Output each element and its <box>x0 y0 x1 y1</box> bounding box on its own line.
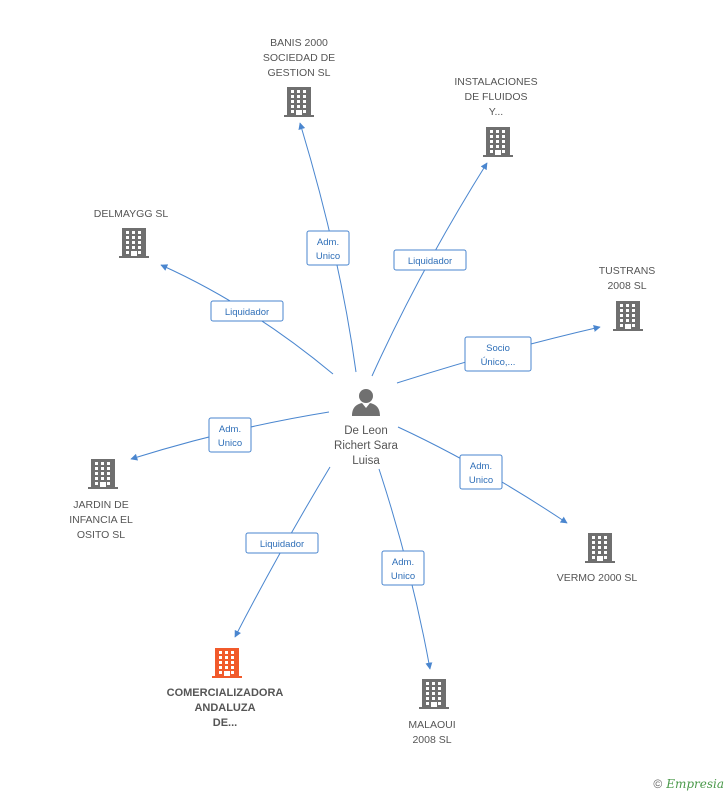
company-name-line: DE... <box>213 717 237 729</box>
company-node-delmaygg[interactable]: DELMAYGG SL <box>94 208 169 258</box>
badge-box <box>459 454 503 490</box>
company-node-vermo[interactable]: VERMO 2000 SL <box>557 533 638 584</box>
building-icon <box>212 648 242 678</box>
company-name-line: TUSTRANS <box>599 265 656 277</box>
company-name-line: ANDALUZA <box>194 702 255 714</box>
company-node-comercializadora[interactable]: COMERCIALIZADORA ANDALUZA DE... <box>167 648 284 729</box>
badge-text: Unico <box>218 438 242 449</box>
company-node-tustrans[interactable]: TUSTRANS 2008 SL <box>599 265 656 331</box>
center-name-line-2: Richert Sara <box>334 440 399 452</box>
building-icon <box>284 87 314 117</box>
company-name-line: COMERCIALIZADORA <box>167 687 284 699</box>
badge-banis[interactable]: Adm. Unico <box>306 230 350 266</box>
company-name-line: BANIS 2000 <box>270 37 328 49</box>
badge-box <box>306 230 350 266</box>
copyright-symbol: © <box>653 777 663 791</box>
center-name-line-1: De Leon <box>344 425 387 437</box>
badge-text: Adm. <box>470 461 492 472</box>
badge-text: Liquidador <box>225 307 269 318</box>
center-person[interactable]: De Leon Richert Sara Luisa <box>334 389 399 467</box>
badge-box <box>245 532 319 554</box>
building-icon <box>483 127 513 157</box>
company-name-line: GESTION SL <box>267 67 330 79</box>
badge-text: Socio <box>486 343 510 354</box>
building-icon <box>585 533 615 563</box>
footer: ©Empresia <box>653 777 724 791</box>
badge-text: Unico <box>316 251 340 262</box>
badge-malaoui[interactable]: Adm. Unico <box>381 550 425 586</box>
company-name-line: JARDIN DE <box>73 499 128 511</box>
company-node-jardin[interactable]: JARDIN DE INFANCIA EL OSITO SL <box>69 459 133 541</box>
company-name-line: 2008 SL <box>412 734 451 746</box>
company-name-line: 2008 SL <box>607 280 646 292</box>
company-node-malaoui[interactable]: MALAOUI 2008 SL <box>408 679 456 746</box>
badge-text: Unico <box>391 571 415 582</box>
company-name-line: VERMO 2000 SL <box>557 572 638 584</box>
badge-text: Único,... <box>481 357 516 368</box>
company-name-line: OSITO SL <box>77 529 125 541</box>
badge-instalaciones[interactable]: Liquidador <box>393 249 467 271</box>
building-icon <box>613 301 643 331</box>
badge-text: Liquidador <box>408 256 452 267</box>
badge-box <box>210 300 284 322</box>
company-name-line: DELMAYGG SL <box>94 208 169 220</box>
badge-tustrans[interactable]: SocioÚnico,... <box>464 336 532 372</box>
building-icon <box>419 679 449 709</box>
company-node-instalaciones[interactable]: INSTALACIONES DE FLUIDOS Y... <box>454 76 538 157</box>
badge-text: Adm. <box>219 424 241 435</box>
company-name-line: DE FLUIDOS <box>464 91 527 103</box>
badge-text: Adm. <box>392 557 414 568</box>
badge-delmaygg[interactable]: Liquidador <box>210 300 284 322</box>
badge-vermo[interactable]: Adm. Unico <box>459 454 503 490</box>
company-name-line: INSTALACIONES <box>454 76 537 88</box>
company-name-line: INFANCIA EL <box>69 514 133 526</box>
company-name-line: MALAOUI <box>408 719 455 731</box>
brand-logo[interactable]: Empresia <box>666 777 724 791</box>
badge-comercializadora[interactable]: Liquidador <box>245 532 319 554</box>
badge-box <box>208 417 252 453</box>
building-icon <box>88 459 118 489</box>
center-name-line-3: Luisa <box>352 455 380 467</box>
badge-jardin[interactable]: Adm. Unico <box>208 417 252 453</box>
building-icon <box>119 228 149 258</box>
company-name-line: Y... <box>489 106 503 118</box>
badge-box <box>393 249 467 271</box>
badge-text: Unico <box>469 475 493 486</box>
badge-box <box>464 336 532 372</box>
badge-box <box>381 550 425 586</box>
badge-text: Liquidador <box>260 539 304 550</box>
badge-text: Adm. <box>317 237 339 248</box>
company-name-line: SOCIEDAD DE <box>263 52 335 64</box>
person-icon <box>352 389 380 416</box>
